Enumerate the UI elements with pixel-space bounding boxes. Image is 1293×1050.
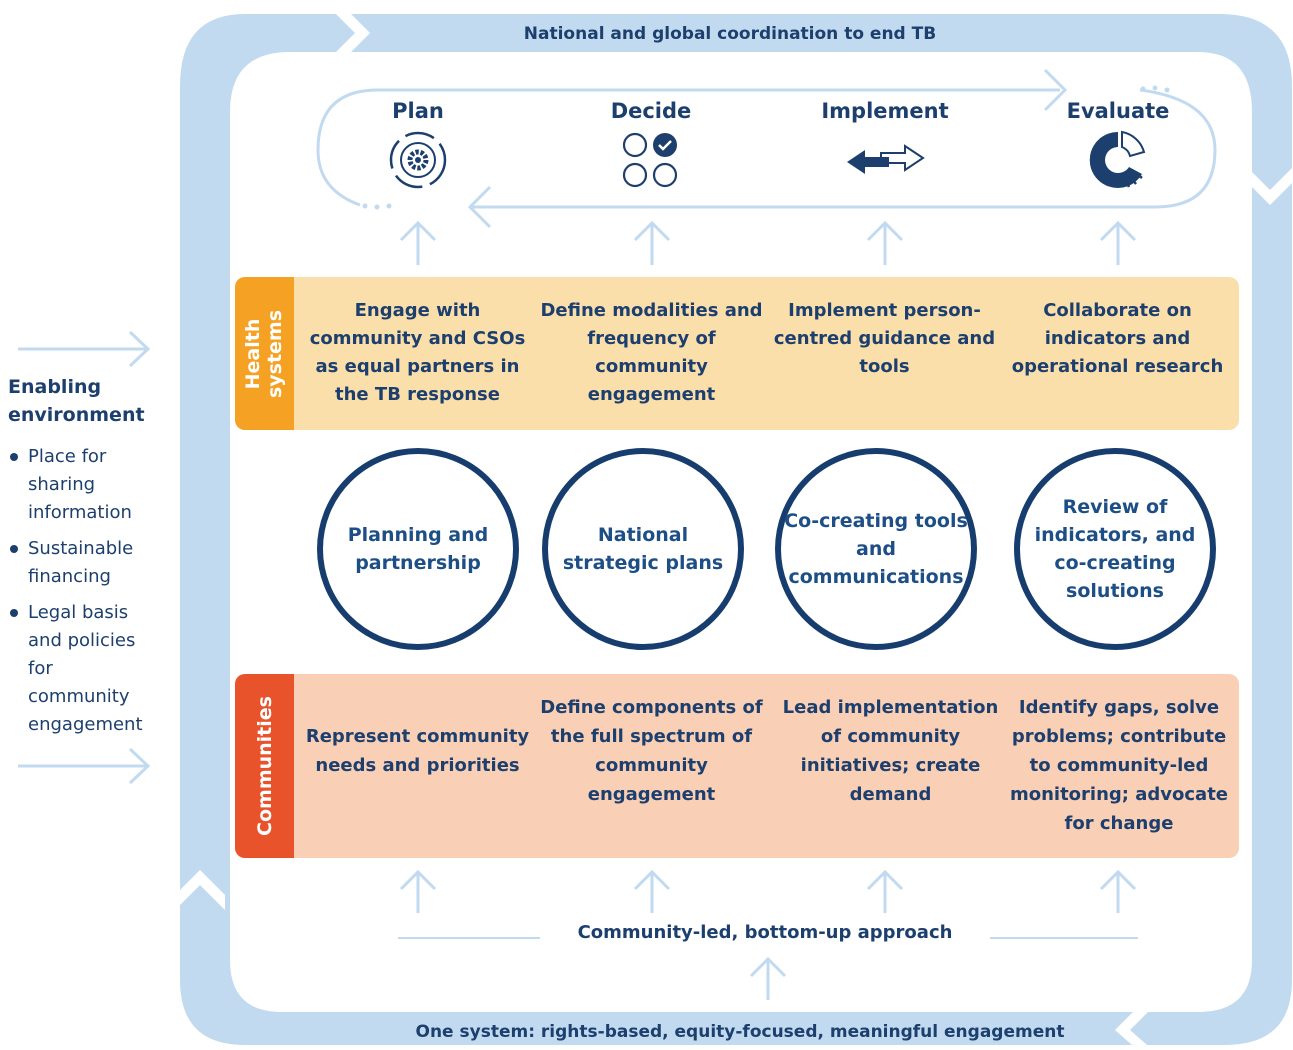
two-way-arrows-icon [847, 144, 925, 174]
community-item-4: Identify gaps, solve problems; contribut… [1009, 697, 1229, 834]
enabling-item-2: Sustainable financing [8, 535, 153, 591]
communities-band [235, 674, 1239, 858]
stage-evaluate-label: Evaluate [1066, 99, 1170, 123]
health-item-2: Define modalities and frequency of commu… [540, 300, 763, 405]
circle-label-2: National strategic plans [562, 524, 724, 574]
health-item-4: Collaborate on indicators and operationa… [1011, 300, 1224, 377]
ring-chevron-bottom [1115, 1005, 1155, 1050]
bottom-banner-label: One system: rights-based, equity-focused… [415, 1022, 1065, 1042]
enabling-environment-list: Place for sharing information Sustainabl… [8, 443, 168, 747]
health-systems-label: Health systems [242, 309, 287, 398]
inner-loop-bottom-arrowhead [467, 185, 492, 229]
stage-implement-label: Implement [821, 99, 949, 123]
circle-label-1: Planning and partnership [347, 524, 489, 574]
gear-cycle-icon [389, 131, 447, 189]
inner-loop-top-arrowhead [1043, 68, 1068, 112]
inner-loop-top [316, 88, 1060, 207]
health-systems-tab: Health systems [235, 277, 294, 430]
health-item-1: Engage with community and CSOs as equal … [309, 300, 526, 405]
enabling-item-3: Legal basis and policies for community e… [8, 599, 153, 739]
circle-review-indicators: Review of indicators, and co-creating so… [1014, 448, 1216, 650]
loop-dots-left [362, 203, 392, 210]
circle-label-4: Review of indicators, and co-creating so… [1034, 496, 1196, 602]
ring-chevron-left [175, 870, 225, 910]
community-item-3: Lead implementation of community initiat… [782, 697, 999, 805]
community-led-label: Community-led, bottom-up approach [540, 922, 990, 943]
checked-circles-icon [622, 132, 678, 188]
circle-planning-partnership: Planning and partnership [317, 448, 519, 650]
communities-tab: Communities [235, 674, 294, 858]
enabling-environment-title: Enabling environment [8, 376, 145, 426]
ring-chevron-right [1245, 165, 1293, 205]
donut-chart-icon [1089, 130, 1146, 188]
up-arrows-top [399, 220, 1137, 265]
loop-dots-right [1140, 85, 1170, 93]
up-arrows-bottom [399, 869, 1137, 1000]
community-item-2: Define components of the full spectrum o… [540, 697, 763, 805]
circle-national-strategic-plans: National strategic plans [542, 448, 744, 650]
ring-chevron-top [330, 8, 370, 58]
inner-loop-bottom [470, 88, 1217, 209]
stage-decide-label: Decide [610, 99, 692, 123]
health-systems-band [235, 277, 1239, 430]
health-item-3: Implement person-centred guidance and to… [773, 300, 996, 377]
communities-label: Communities [253, 696, 276, 836]
circle-co-creating-tools: Co-creating tools and communications [775, 448, 977, 650]
circle-label-3: Co-creating tools and communications [784, 510, 968, 588]
community-item-1: Represent community needs and priorities [305, 726, 530, 776]
enabling-arrows [18, 330, 151, 785]
enabling-item-1: Place for sharing information [8, 443, 153, 527]
stage-plan-label: Plan [392, 99, 444, 123]
top-banner-label: National and global coordination to end … [523, 24, 937, 44]
